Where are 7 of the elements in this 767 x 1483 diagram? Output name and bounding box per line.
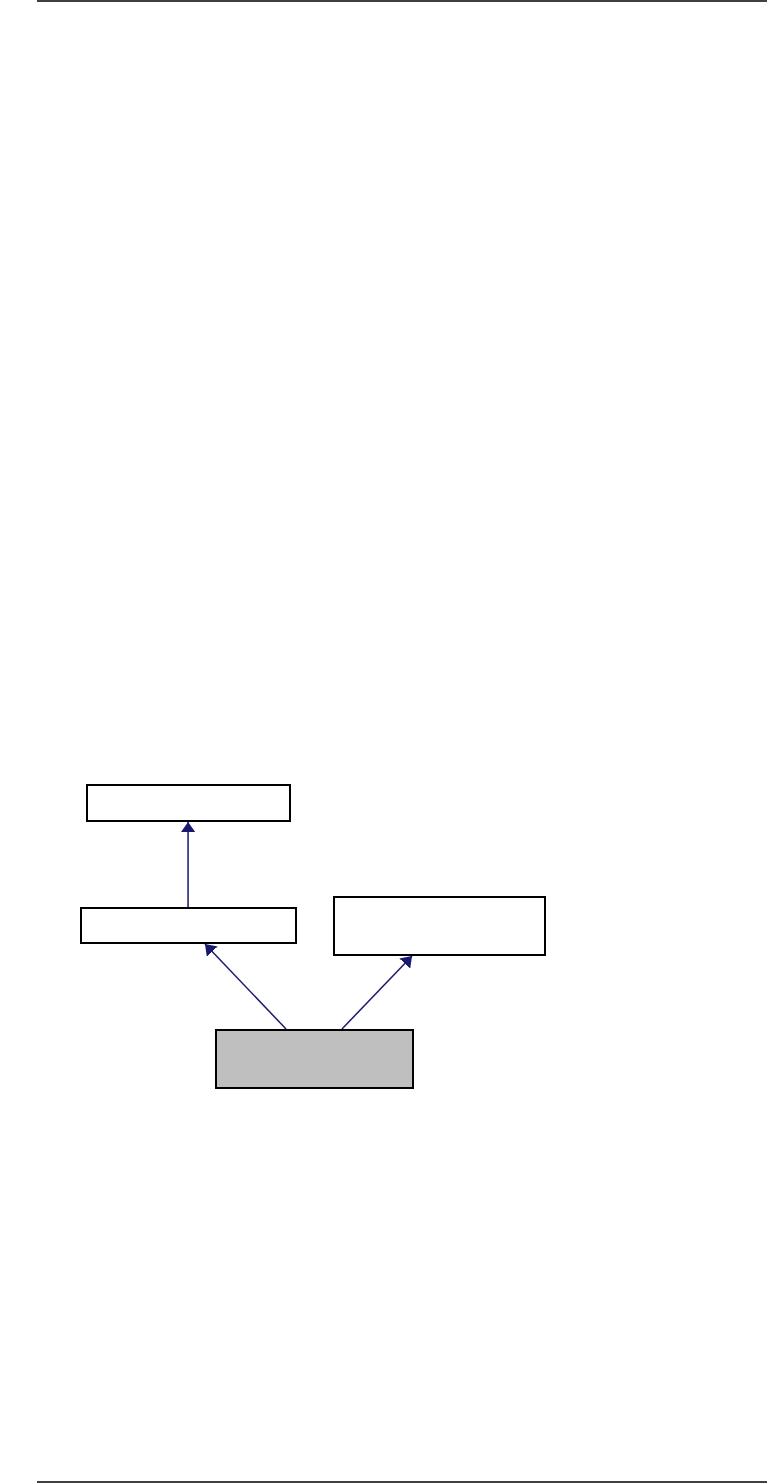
class-box (86, 784, 291, 822)
arrow (341, 955, 413, 1030)
class-box (80, 907, 297, 944)
class-box (333, 896, 546, 956)
arrow (182, 821, 194, 908)
class-box (215, 1029, 414, 1089)
arrow (204, 943, 287, 1030)
